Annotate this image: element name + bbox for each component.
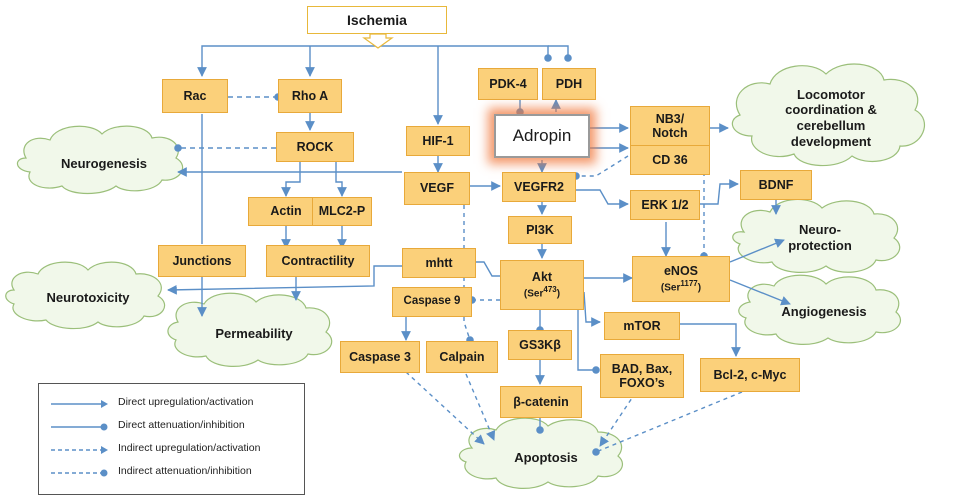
nb3-notch-line1: NB3/ — [655, 111, 685, 126]
angiogenesis-label: Angiogenesis — [781, 304, 867, 320]
caspase3-node: Caspase 3 — [340, 341, 420, 373]
neuroprotection-label: Neuro- protection — [788, 222, 852, 253]
hif1-node: HIF-1 — [406, 126, 470, 156]
rhoa-node: Rho A — [278, 79, 342, 113]
cd36-node: CD 36 — [630, 145, 710, 175]
nb3-notch-line2: Notch — [652, 126, 688, 140]
legend-solid-dot-icon — [51, 423, 108, 431]
legend: Direct upregulation/activation Direct at… — [38, 383, 305, 495]
enos-label: eNOS — [663, 264, 699, 279]
mtor-node: mTOR — [604, 312, 680, 340]
legend-row-indirect-inhibition: Indirect attenuation/inhibition — [39, 465, 306, 481]
calpain-node: Calpain — [426, 341, 498, 373]
junctions-node: Junctions — [158, 245, 246, 277]
gsk3b-node: GS3Kβ — [508, 330, 572, 360]
legend-solid-arrow-icon — [51, 400, 108, 408]
legend-dashed-dot-icon — [51, 469, 108, 477]
bad-line2: FOXO’s — [619, 376, 665, 390]
neurotoxicity-label: Neurotoxicity — [46, 290, 130, 306]
cloud-permeability — [167, 292, 333, 367]
legend-row-direct-activation: Direct upregulation/activation — [39, 396, 306, 412]
locomotor-label: Locomotor coordination & cerebellum deve… — [785, 86, 877, 149]
pdk4-node: PDK-4 — [478, 68, 538, 100]
contractility-node: Contractility — [266, 245, 370, 277]
akt-node: Akt (Ser473) — [500, 260, 584, 310]
enos-ser-label: (Ser1177) — [660, 278, 702, 294]
bcatenin-node: β-catenin — [500, 386, 582, 418]
cloud-angiogenesis — [738, 274, 902, 345]
cloud-locomotor — [731, 63, 926, 167]
legend-dashed-arrow-icon — [51, 446, 108, 454]
pi3k-node: PI3K — [508, 216, 572, 244]
legend-row-indirect-activation: Indirect upregulation/activation — [39, 442, 306, 458]
legend-row-direct-inhibition: Direct attenuation/inhibition — [39, 419, 306, 435]
neurogenesis-label: Neurogenesis — [61, 156, 147, 172]
mhtt-node: mhtt — [402, 248, 476, 278]
enos-node: eNOS (Ser1177) — [632, 256, 730, 302]
ischemia-node: Ischemia — [307, 6, 447, 34]
bdnf-node: BDNF — [740, 170, 812, 200]
akt-label: Akt — [531, 270, 553, 285]
rock-node: ROCK — [276, 132, 354, 162]
akt-ser-label: (Ser473) — [523, 284, 561, 300]
erk-node: ERK 1/2 — [630, 190, 700, 220]
vegf-node: VEGF — [404, 172, 470, 205]
cloud-apoptosis — [458, 417, 624, 489]
bad-line1: BAD, Bax, — [611, 361, 673, 376]
bcl2-node: Bcl-2, c-Myc — [700, 358, 800, 392]
pdh-node: PDH — [542, 68, 596, 100]
actin-node: Actin — [248, 197, 324, 226]
ischemia-arrow-icon — [362, 33, 394, 49]
legend-label: Direct upregulation/activation — [118, 396, 254, 408]
legend-label: Indirect upregulation/activation — [118, 442, 261, 454]
legend-label: Direct attenuation/inhibition — [118, 419, 245, 431]
cloud-neurotoxicity — [5, 261, 166, 330]
rac-node: Rac — [162, 79, 228, 113]
apoptosis-label: Apoptosis — [514, 450, 578, 466]
nb3-notch-node: NB3/ Notch — [630, 106, 710, 146]
legend-label: Indirect attenuation/inhibition — [118, 465, 252, 477]
adropin-node: Adropin — [494, 114, 590, 158]
permeability-label: Permeability — [215, 326, 293, 342]
vegfr2-node: VEGFR2 — [502, 172, 576, 202]
bad-bax-foxo-node: BAD, Bax, FOXO’s — [600, 354, 684, 398]
mlc2p-node: MLC2-P — [312, 197, 372, 226]
caspase9-node: Caspase 9 — [392, 287, 472, 317]
